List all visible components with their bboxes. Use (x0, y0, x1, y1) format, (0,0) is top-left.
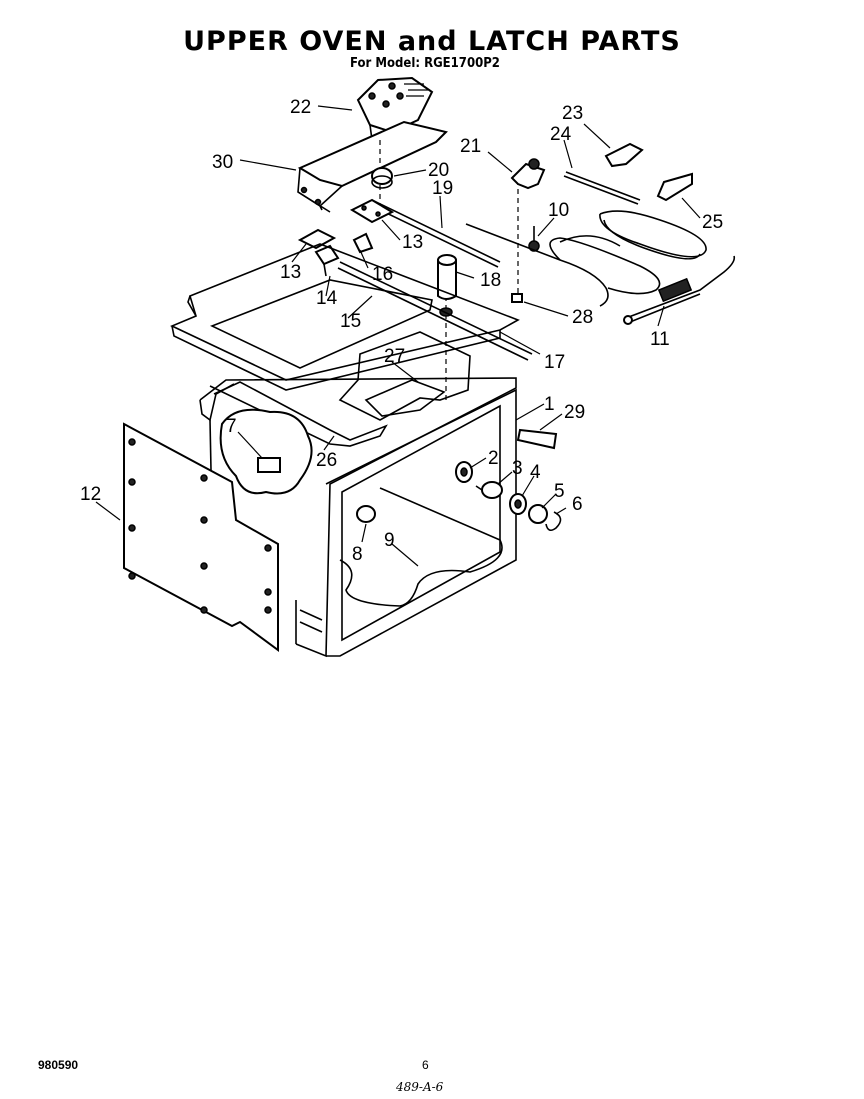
part-11-terminal-rod (623, 255, 736, 325)
callout-22: 22 (290, 97, 311, 118)
part-16-bracket (352, 232, 374, 254)
document-number: 980590 (38, 1058, 79, 1072)
part-18-chimney (437, 254, 457, 317)
callout-24: 24 (550, 124, 572, 145)
callout-1: 1 (544, 394, 555, 415)
callout-8: 8 (352, 544, 363, 565)
part-13-plate-lower (297, 228, 337, 250)
part-30-bracket (297, 120, 448, 213)
page-number: 6 (422, 1058, 429, 1072)
callout-13-lower: 13 (280, 262, 301, 283)
handwritten-code: 489-A-6 (396, 1080, 444, 1094)
callout-13-upper: 13 (402, 232, 423, 253)
broil-element (465, 210, 707, 307)
part-19-rod (369, 199, 501, 268)
callout-9: 9 (384, 530, 395, 551)
callout-17: 17 (544, 352, 565, 373)
part-7-insulation-patch (219, 408, 313, 495)
callout-30: 30 (212, 152, 233, 173)
callout-27: 27 (384, 346, 405, 367)
callout-21: 21 (460, 136, 481, 157)
part-27-shield (338, 331, 471, 421)
callout-19: 19 (432, 178, 453, 199)
callout-23: 23 (562, 103, 583, 124)
model-subtitle: For Model: RGE1700P2 (350, 56, 500, 71)
part-5-lens (528, 504, 548, 524)
callout-12: 12 (80, 484, 101, 505)
callout-25: 25 (702, 212, 723, 233)
part-4-ring (509, 493, 527, 515)
callout-29: 29 (564, 402, 585, 423)
callout-6: 6 (572, 494, 583, 515)
callout-4: 4 (530, 462, 541, 483)
callout-7: 7 (226, 416, 237, 437)
part-24-element-rod (563, 171, 641, 205)
callout-labels: 22 30 20 21 19 23 24 25 10 13 13 16 18 1… (80, 97, 723, 565)
callout-5: 5 (554, 481, 565, 502)
part-3-bulb (475, 481, 503, 499)
callout-2: 2 (488, 448, 499, 469)
part-8-bumper (356, 505, 376, 523)
part-2-socket (455, 461, 473, 483)
part-9-wire-harness (339, 487, 503, 607)
callout-28: 28 (572, 307, 593, 328)
callout-20: 20 (428, 160, 449, 181)
part-21-latch-hook (510, 158, 546, 190)
callout-10: 10 (548, 200, 569, 221)
callout-3: 3 (512, 458, 523, 479)
part-10-screw (528, 226, 540, 252)
part-12-back-panel (123, 422, 279, 652)
part-25-cover (656, 172, 693, 202)
part-17-rod (337, 261, 533, 361)
callout-18: 18 (480, 270, 501, 291)
part-20-grommet (371, 167, 393, 189)
callout-16: 16 (372, 264, 393, 285)
part-13-plate-upper (349, 198, 395, 224)
callout-14: 14 (316, 288, 338, 309)
callout-26: 26 (316, 450, 337, 471)
part-6-clip (545, 511, 562, 532)
page-title: UPPER OVEN and LATCH PARTS (183, 26, 681, 57)
part-14-switch (314, 244, 340, 277)
part-29-spacer (516, 428, 558, 450)
part-23-cover (604, 142, 644, 168)
part-28-clip (511, 293, 523, 303)
part-1-oven-frame (199, 377, 517, 658)
callout-11: 11 (650, 329, 670, 350)
callout-15: 15 (340, 311, 361, 332)
part-26-insulation (209, 381, 388, 447)
leader-lines (95, 105, 701, 567)
